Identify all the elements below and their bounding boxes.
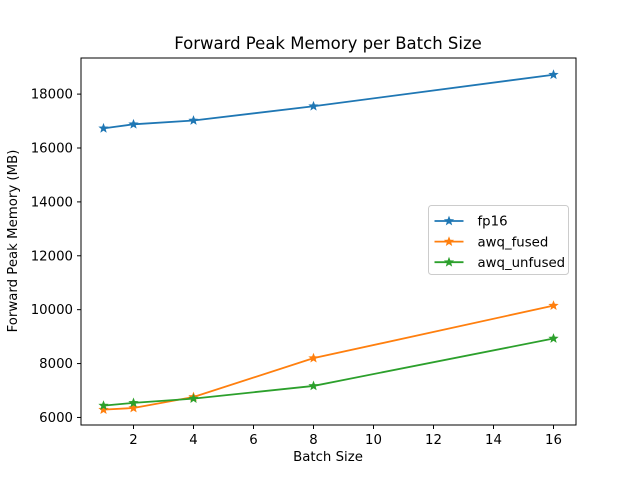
x-tick-label: 2 bbox=[129, 433, 137, 448]
legend: fp16 awq_fused awq_unfused bbox=[428, 205, 569, 275]
x-tick-label: 12 bbox=[425, 433, 442, 448]
legend-label: awq_unfused bbox=[478, 256, 566, 271]
y-tick-label: 8000 bbox=[39, 357, 73, 372]
x-ticks: 2 4 6 8 10 12 14 16 bbox=[129, 425, 562, 448]
y-tick-label: 16000 bbox=[31, 141, 73, 156]
x-tick-label: 4 bbox=[189, 433, 197, 448]
data-point-marker bbox=[308, 352, 319, 363]
x-tick-label: 10 bbox=[365, 433, 382, 448]
data-point-marker bbox=[98, 122, 109, 133]
series-lines bbox=[98, 69, 559, 415]
y-tick-label: 6000 bbox=[39, 411, 73, 426]
data-point-marker bbox=[548, 333, 559, 343]
data-point-marker bbox=[128, 402, 139, 413]
y-axis-label: Forward Peak Memory (MB) bbox=[6, 150, 21, 333]
data-point-marker bbox=[128, 118, 139, 129]
x-tick-label: 6 bbox=[249, 433, 257, 448]
y-tick-label: 14000 bbox=[31, 195, 73, 210]
x-tick-label: 8 bbox=[309, 433, 317, 448]
x-tick-label: 14 bbox=[485, 433, 502, 448]
data-point-marker bbox=[308, 100, 319, 111]
data-point-marker bbox=[308, 380, 319, 391]
legend-label: awq_fused bbox=[478, 235, 549, 250]
legend-marker bbox=[443, 236, 455, 246]
data-point-marker bbox=[188, 115, 199, 125]
y-ticks: 6000 8000 10000 12000 14000 16000 18000 bbox=[31, 88, 81, 426]
data-point-marker bbox=[548, 69, 559, 80]
legend-marker bbox=[443, 215, 455, 226]
data-point-marker bbox=[98, 404, 109, 415]
x-tick-label: 16 bbox=[545, 433, 562, 448]
data-point-marker bbox=[188, 393, 199, 403]
chart-title: Forward Peak Memory per Batch Size bbox=[174, 34, 482, 53]
data-point-marker bbox=[128, 397, 139, 408]
x-axis-label: Batch Size bbox=[293, 450, 363, 465]
data-point-marker bbox=[548, 300, 559, 310]
legend-label: fp16 bbox=[478, 215, 508, 230]
y-tick-label: 12000 bbox=[31, 249, 73, 264]
y-tick-label: 10000 bbox=[31, 303, 73, 318]
legend-marker bbox=[443, 256, 455, 267]
legend-box bbox=[428, 205, 569, 275]
y-tick-label: 18000 bbox=[31, 88, 73, 103]
data-point-marker bbox=[98, 400, 109, 410]
